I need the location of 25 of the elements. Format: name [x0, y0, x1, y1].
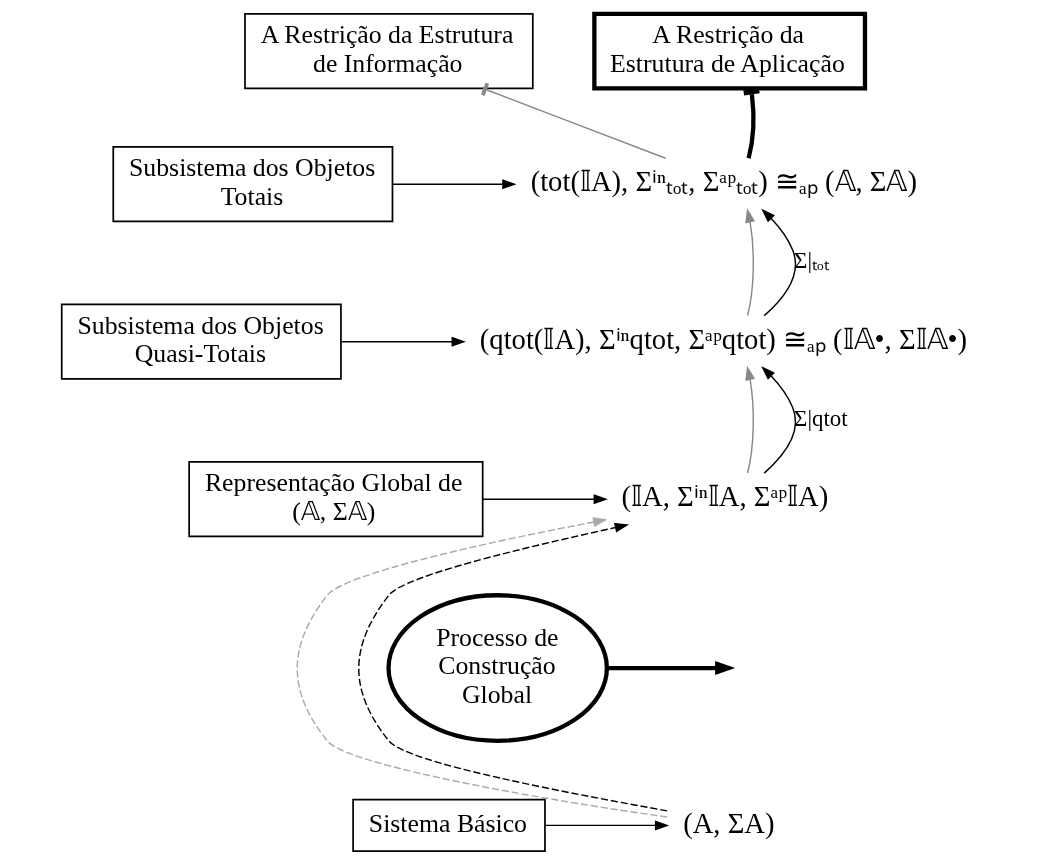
arrow [760, 208, 796, 317]
node-text: (A, ΣA) [682, 806, 775, 839]
edge-label: Σ|qtot [793, 405, 848, 431]
arrow [481, 494, 608, 505]
connector [480, 82, 666, 159]
arrow [544, 820, 669, 831]
node-box: A Restrição da Estrutura de Aplicação [591, 11, 867, 91]
node-text: (𝕀A, Σⁱⁿ𝕀A, Σᵃᵖ𝕀A) [621, 480, 828, 513]
node-box: Subsistema dos Objetos Quasi-Totais [60, 303, 342, 380]
edge-label: Σ|ₜₒₜ [793, 248, 829, 274]
node-text: (tot(𝕀A), Σⁱⁿₜₒₜ, Σᵃᵖₜₒₜ) ≅ₐₚ (𝔸, Σ𝔸) [530, 165, 917, 198]
node-text: (qtot(𝕀A), Σⁱⁿqtot, Σᵃᵖqtot) ≅ₐₚ (𝕀𝔸•, Σ𝕀𝔸•) [479, 322, 967, 355]
arrow [606, 661, 735, 676]
arrow [744, 208, 755, 317]
arrow [391, 179, 517, 190]
arrow [744, 365, 755, 474]
arrow [760, 366, 796, 474]
connector [742, 86, 760, 159]
arrow [357, 522, 668, 812]
node-box: Sistema Básico [351, 798, 546, 853]
arrow [296, 517, 668, 818]
node-box: Representação Global de (𝔸, Σ𝔸) [187, 461, 484, 538]
node-box: Subsistema dos Objetos Totais [111, 146, 393, 223]
node-ellipse: Processo de Construção Global [385, 593, 609, 743]
arrow [339, 336, 466, 347]
